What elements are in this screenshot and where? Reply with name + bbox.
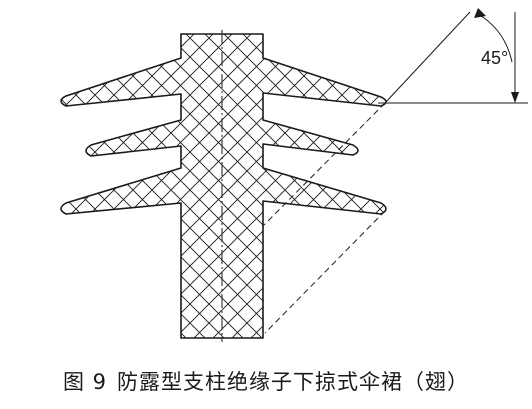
figure-caption: 图 9 防露型支柱绝缘子下掠式伞裙（翅） [0, 366, 532, 398]
arrow-head-upper [474, 8, 486, 18]
insulator-body [60, 33, 387, 339]
arrow-head-lower [511, 92, 519, 103]
angle-arc [477, 13, 513, 63]
drip-line-upper [262, 102, 386, 227]
angle-label: 45° [481, 48, 508, 68]
angle-construction: 45° [378, 8, 528, 104]
figure-number: 图 9 [62, 370, 108, 394]
angle-leg-line [384, 11, 471, 104]
drip-line-lower [264, 210, 386, 334]
drip-lines [262, 102, 386, 334]
insulator-outline [60, 33, 387, 339]
figure-title: 防露型支柱绝缘子下掠式伞裙（翅） [117, 370, 470, 394]
insulator-hatching [61, 34, 386, 338]
